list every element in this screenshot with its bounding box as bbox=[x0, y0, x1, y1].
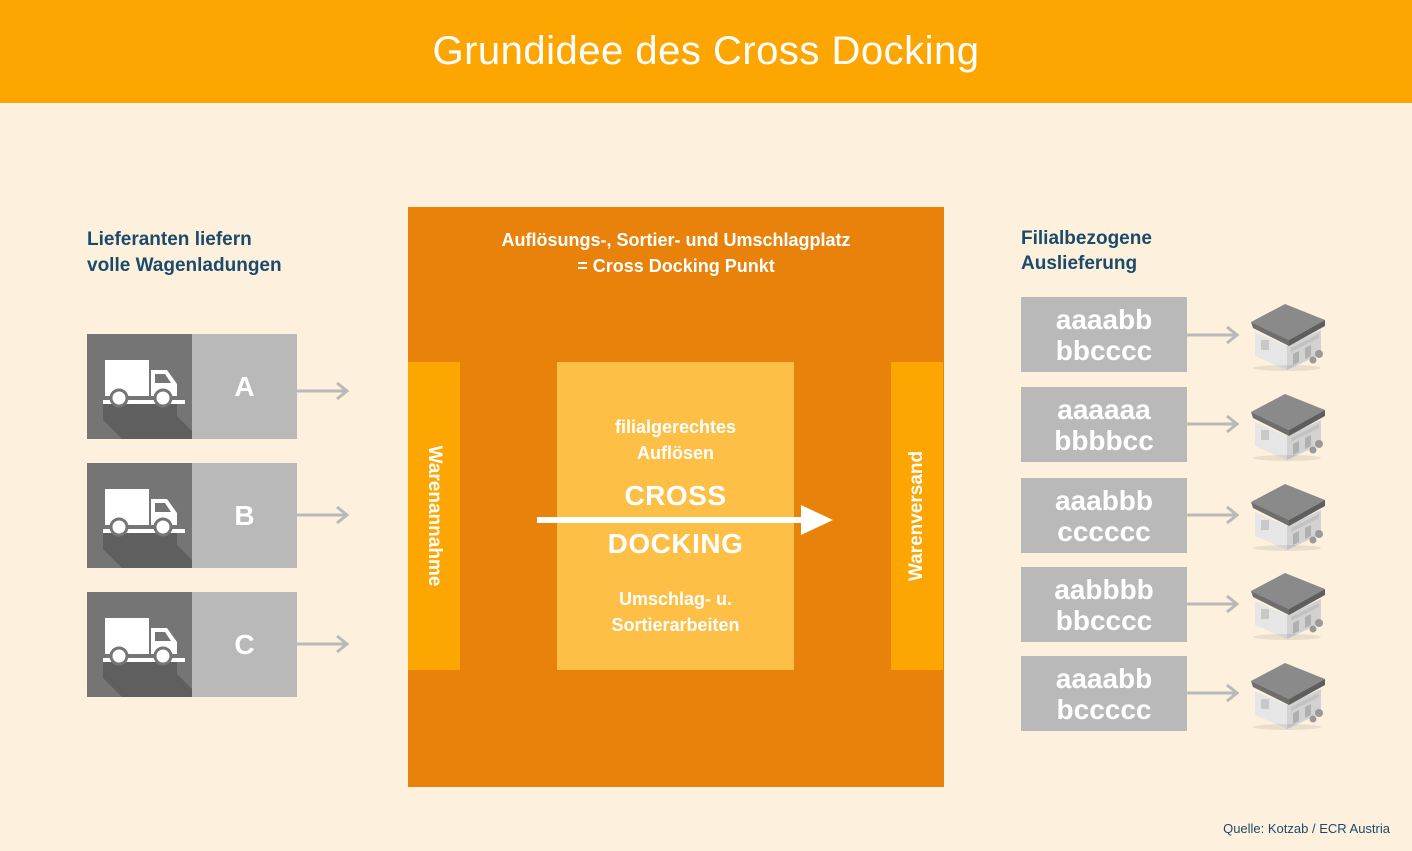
route-line2: bbcccc bbox=[1055, 334, 1153, 366]
supplier-icon-panel bbox=[87, 592, 192, 697]
cross-label: CROSS bbox=[624, 480, 727, 511]
route-line2: bbbbcc bbox=[1054, 424, 1154, 456]
store-icon bbox=[1245, 472, 1329, 552]
supplier-tile-b: B bbox=[87, 463, 297, 568]
route-line2: bbcccc bbox=[1055, 604, 1153, 636]
suppliers-heading-line1: Lieferanten liefern bbox=[87, 229, 252, 250]
arrow-right-icon bbox=[1187, 325, 1241, 345]
route-line1: aaabbb bbox=[1054, 484, 1154, 516]
route-line1: aabbbb bbox=[1054, 573, 1154, 605]
flow-arrow-icon bbox=[537, 505, 833, 535]
route-line1: aaaaaa bbox=[1057, 393, 1151, 425]
processing-top-line2: Auflösen bbox=[636, 443, 714, 463]
page-title: Grundidee des Cross Docking bbox=[432, 29, 980, 73]
delivery-heading: Filialbezogene Auslieferung bbox=[1021, 226, 1152, 276]
processing-top-line1: filialgerechtes bbox=[614, 417, 737, 437]
arrow-right-icon bbox=[1187, 414, 1241, 434]
processing-bottom-line2: Sortierarbeiten bbox=[611, 615, 740, 635]
route-line2: bccccc bbox=[1056, 693, 1152, 725]
source-note: Quelle: Kotzab / ECR Austria bbox=[1223, 821, 1390, 836]
hub-caption-line2: = Cross Docking Punkt bbox=[577, 256, 775, 276]
suppliers-heading: Lieferanten liefern volle Wagenladungen bbox=[87, 227, 282, 279]
supplier-icon-panel bbox=[87, 463, 192, 568]
docking-label: DOCKING bbox=[607, 528, 744, 559]
long-shadow bbox=[103, 404, 192, 439]
supplier-letter: C bbox=[234, 628, 255, 660]
supplier-tile-a: A bbox=[87, 334, 297, 439]
supplier-icon-panel bbox=[87, 334, 192, 439]
hub-caption-line1: Auflösungs-, Sortier- und Umschlagplatz bbox=[501, 230, 851, 250]
route-line2: cccccc bbox=[1057, 515, 1151, 547]
supplier-tile-c: C bbox=[87, 592, 297, 697]
arrow-right-icon bbox=[1187, 683, 1241, 703]
delivery-heading-line2: Auslieferung bbox=[1021, 253, 1138, 274]
supplier-letter: A bbox=[234, 370, 255, 402]
suppliers-heading-line2: volle Wagenladungen bbox=[87, 255, 282, 276]
store-icon bbox=[1245, 382, 1329, 462]
processing-top-text: filialgerechtes Auflösen bbox=[557, 414, 794, 466]
delivery-heading-line1: Filialbezogene bbox=[1021, 228, 1152, 249]
outbound-band: Warenversand bbox=[891, 362, 943, 670]
arrow-right-icon bbox=[297, 505, 351, 525]
arrow-right-icon bbox=[1187, 505, 1241, 525]
processing-bottom-text: Umschlag- u. Sortierarbeiten bbox=[557, 586, 794, 638]
arrow-right-icon bbox=[297, 634, 351, 654]
route-line1: aaaabb bbox=[1055, 303, 1153, 335]
long-shadow bbox=[103, 662, 192, 697]
store-icon bbox=[1245, 292, 1329, 372]
processing-area: filialgerechtes Auflösen CROSS DOCKING U… bbox=[557, 362, 794, 670]
long-shadow bbox=[103, 533, 192, 568]
truck-icon bbox=[103, 356, 185, 416]
arrow-right-icon bbox=[1187, 594, 1241, 614]
store-icon bbox=[1245, 561, 1329, 641]
store-icon bbox=[1245, 651, 1329, 731]
processing-bottom-line1: Umschlag- u. bbox=[618, 589, 733, 609]
inbound-band: Warenannahme bbox=[408, 362, 460, 670]
truck-icon bbox=[103, 485, 185, 545]
hub-caption: Auflösungs-, Sortier- und Umschlagplatz … bbox=[408, 227, 944, 279]
arrow-right-icon bbox=[297, 381, 351, 401]
outbound-label: Warenversand bbox=[906, 450, 927, 582]
header-bar: Grundidee des Cross Docking bbox=[0, 0, 1412, 103]
route-line1: aaaabb bbox=[1055, 662, 1153, 694]
truck-icon bbox=[103, 614, 185, 674]
inbound-label: Warenannahme bbox=[424, 445, 445, 587]
supplier-letter: B bbox=[234, 499, 255, 531]
